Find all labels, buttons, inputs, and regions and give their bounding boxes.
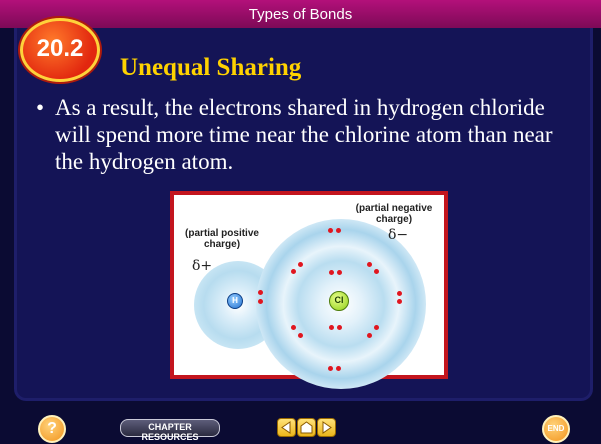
electron xyxy=(367,333,372,338)
header-bar: Types of Bonds xyxy=(0,0,601,28)
bullet-marker: • xyxy=(36,95,45,120)
electron xyxy=(328,366,333,371)
chapter-resources-label: CHAPTER RESOURCES xyxy=(141,422,199,442)
electron xyxy=(337,325,342,330)
electron xyxy=(291,269,296,274)
previous-button[interactable] xyxy=(277,418,296,437)
hydrogen-atom: H xyxy=(227,293,243,309)
partial-negative-symbol: δ− xyxy=(388,227,409,243)
previous-icon xyxy=(281,421,291,434)
hcl-figure: (partial positive charge) δ+ (partial ne… xyxy=(170,191,448,389)
electron xyxy=(291,325,296,330)
shared-electron xyxy=(258,299,263,304)
electron xyxy=(298,262,303,267)
next-button[interactable] xyxy=(317,418,336,437)
electron xyxy=(329,270,334,275)
partial-positive-label: (partial positive charge) xyxy=(185,228,259,250)
partial-negative-label: (partial negative charge) xyxy=(355,203,433,225)
help-button[interactable]: ? xyxy=(38,415,66,443)
next-icon xyxy=(322,421,332,434)
electron xyxy=(336,366,341,371)
chlorine-atom: Cl xyxy=(329,291,349,311)
figure-canvas: (partial positive charge) δ+ (partial ne… xyxy=(174,195,444,389)
hydrogen-symbol: H xyxy=(232,296,238,305)
end-label: END xyxy=(547,424,565,433)
end-button[interactable]: END xyxy=(542,415,570,443)
electron xyxy=(367,262,372,267)
section-number: 20.2 xyxy=(36,35,84,62)
bullet-item: • As a result, the electrons shared in h… xyxy=(36,94,585,175)
partial-positive-symbol: δ+ xyxy=(192,258,213,274)
electron xyxy=(336,228,341,233)
help-icon: ? xyxy=(47,420,57,437)
header-title: Types of Bonds xyxy=(248,6,353,23)
electron xyxy=(337,270,342,275)
home-button[interactable] xyxy=(297,418,316,437)
bullet-text: As a result, the electrons shared in hyd… xyxy=(55,95,553,174)
slide-title: Unequal Sharing xyxy=(120,54,302,81)
electron xyxy=(298,333,303,338)
electron xyxy=(328,228,333,233)
electron xyxy=(397,291,402,296)
electron xyxy=(329,325,334,330)
chlorine-symbol: Cl xyxy=(334,295,344,305)
home-icon xyxy=(300,421,313,434)
shared-electron xyxy=(258,290,263,295)
electron xyxy=(374,325,379,330)
electron xyxy=(374,269,379,274)
section-badge: 20.2 xyxy=(20,18,100,82)
chapter-resources-button[interactable]: CHAPTER RESOURCES xyxy=(120,419,220,442)
electron xyxy=(397,299,402,304)
